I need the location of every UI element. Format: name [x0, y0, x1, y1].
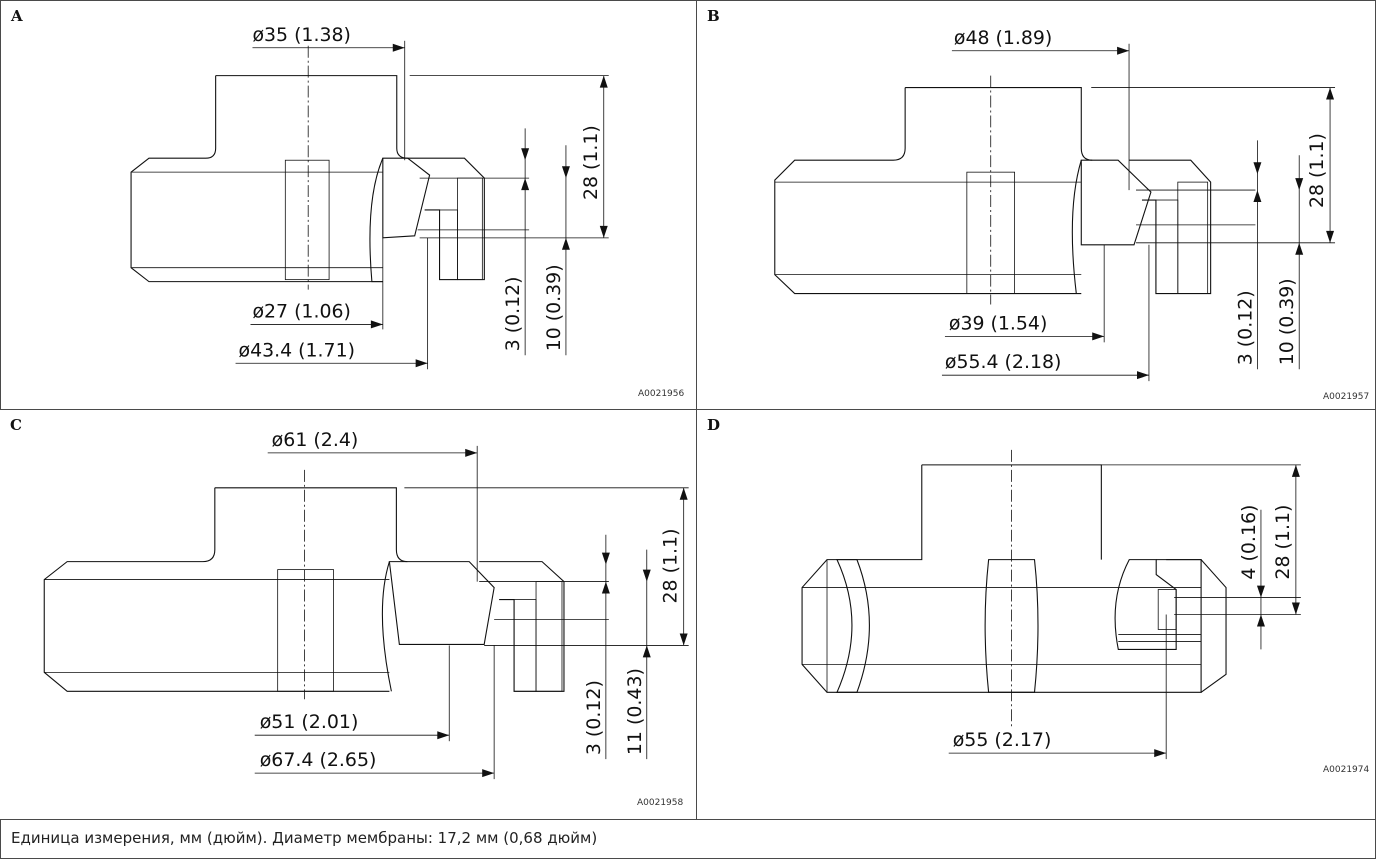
panel-a-depth: 10 (0.39) — [543, 264, 565, 351]
panel-b-inner-dia: ø39 (1.54) — [949, 312, 1047, 334]
panel-c: C — [0, 410, 697, 820]
panel-a-step: 3 (0.12) — [502, 276, 524, 351]
panel-d-ring-left — [836, 559, 870, 693]
panel-c-window — [277, 569, 334, 692]
panel-d: D — [697, 410, 1376, 820]
panel-b-step: 3 (0.12) — [1234, 290, 1256, 365]
panel-d-neck — [921, 464, 1102, 560]
panel-a-window — [284, 159, 330, 281]
panel-a: A — [0, 0, 697, 410]
panel-b-neck — [905, 87, 1093, 161]
panel-a-id: A0021956 — [638, 389, 685, 399]
panel-b-body — [774, 87, 1082, 295]
panel-d-body — [801, 464, 1202, 693]
panel-b-top-dia: ø48 (1.89) — [954, 27, 1052, 49]
panel-d-section — [1114, 559, 1177, 650]
panel-b-letter: B — [707, 7, 720, 25]
panel-a-top-dia: ø35 (1.38) — [252, 24, 350, 46]
panel-b-window — [966, 171, 1016, 294]
panel-d-outer-dia: ø55 (2.17) — [953, 729, 1052, 751]
panel-c-top-dia: ø61 (2.4) — [272, 429, 359, 451]
panel-d-letter: D — [707, 416, 721, 434]
panel-d-drawing: 4 (0.16) 28 (1.1) ø55 (2.17) — [801, 449, 1301, 760]
panel-b-section — [1080, 159, 1152, 246]
panel-c-inner-dia: ø51 (2.01) — [260, 711, 359, 733]
panel-a-inner-dia: ø27 (1.06) — [252, 300, 350, 322]
panel-a-drawing: ø35 (1.38) 28 (1.1) 3 (0.12) 10 (0.39) — [130, 24, 609, 370]
panel-b-height: 28 (1.1) — [1306, 133, 1328, 208]
drawing-grid: A — [0, 0, 1376, 820]
panel-a-body — [130, 75, 383, 283]
panel-a-neck — [215, 75, 408, 159]
panel-c-section — [388, 561, 495, 645]
panel-d-window — [984, 559, 1039, 693]
panel-c-letter: C — [10, 416, 22, 434]
panel-b-outer-dia: ø55.4 (2.18) — [945, 351, 1061, 373]
units-caption: Единица измерения, мм (дюйм). Диаметр ме… — [0, 819, 1376, 859]
panel-c-drawing: ø61 (2.4) 28 (1.1) 3 (0.12) 11 (0.43) — [43, 429, 689, 780]
panel-a-outer-dia: ø43.4 (1.71) — [239, 339, 355, 361]
panel-c-id: A0021958 — [637, 798, 684, 808]
panel-d-height: 28 (1.1) — [1272, 505, 1294, 580]
panel-c-outer-dia: ø67.4 (2.65) — [260, 749, 377, 771]
panel-a-letter: A — [11, 7, 23, 25]
panel-b: B — [697, 0, 1376, 410]
panel-b-depth: 10 (0.39) — [1276, 278, 1298, 365]
panel-c-neck — [214, 487, 408, 563]
panel-c-depth: 11 (0.43) — [624, 668, 646, 755]
panel-d-step: 4 (0.16) — [1238, 505, 1260, 580]
panel-c-body — [43, 487, 390, 692]
panel-a-section — [382, 157, 431, 239]
panel-a-height: 28 (1.1) — [580, 125, 602, 200]
panel-b-id: A0021957 — [1323, 392, 1370, 402]
panel-c-step: 3 (0.12) — [583, 680, 605, 755]
panel-c-height: 28 (1.1) — [660, 529, 682, 604]
panel-d-id: A0021974 — [1323, 765, 1370, 775]
panel-b-drawing: ø48 (1.89) 28 (1.1) 3 (0.12) 10 (0.39) — [774, 27, 1336, 382]
